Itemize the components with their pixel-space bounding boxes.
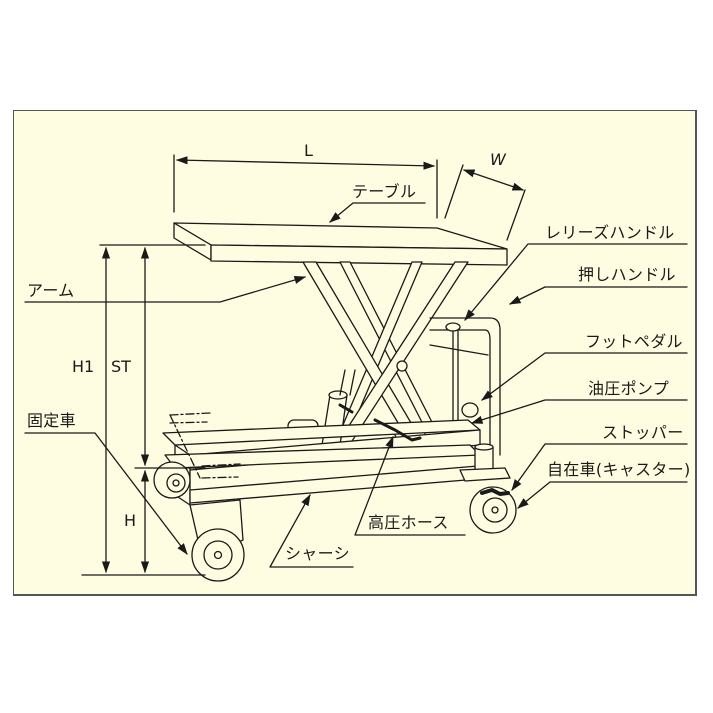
fixed-wheel-front xyxy=(189,499,245,582)
fixed-wheel-rear xyxy=(153,461,191,499)
caster-wheel xyxy=(469,486,517,534)
dimension-label-W: W xyxy=(490,150,506,169)
foot-pedal-drawing xyxy=(338,403,422,442)
dimension-label-H1: H1 xyxy=(72,357,95,376)
push-handle-drawing xyxy=(429,317,501,456)
label-stopper: ストッパー xyxy=(602,423,684,442)
dimension-H1-ST-H xyxy=(81,244,206,576)
label-hydraulic-pump: 油圧ポンプ xyxy=(588,379,670,398)
scissor-arms xyxy=(287,261,469,456)
label-release-handle: レリーズハンドル xyxy=(545,223,675,242)
dimension-L xyxy=(173,154,438,219)
table-top xyxy=(173,222,508,266)
label-high-pressure-hose: 高圧ホース xyxy=(368,513,449,532)
label-table: テーブル xyxy=(352,182,417,201)
label-fixed-wheel: 固定車 xyxy=(27,411,76,430)
dimension-W xyxy=(444,164,526,241)
label-arm: アーム xyxy=(27,281,75,300)
label-chassis: シャーシ xyxy=(285,544,350,563)
lowered-table-outline xyxy=(169,412,241,479)
chassis-frame xyxy=(162,419,511,506)
leader-lines xyxy=(24,202,688,568)
label-push-handle: 押しハンドル xyxy=(578,265,676,284)
label-foot-pedal: フットペダル xyxy=(585,332,683,351)
dimension-label-H: H xyxy=(124,511,137,530)
label-caster: 自在車(キャスター) xyxy=(547,460,691,479)
dimension-label-ST: ST xyxy=(111,357,131,376)
dimension-label-L: L xyxy=(304,141,313,160)
